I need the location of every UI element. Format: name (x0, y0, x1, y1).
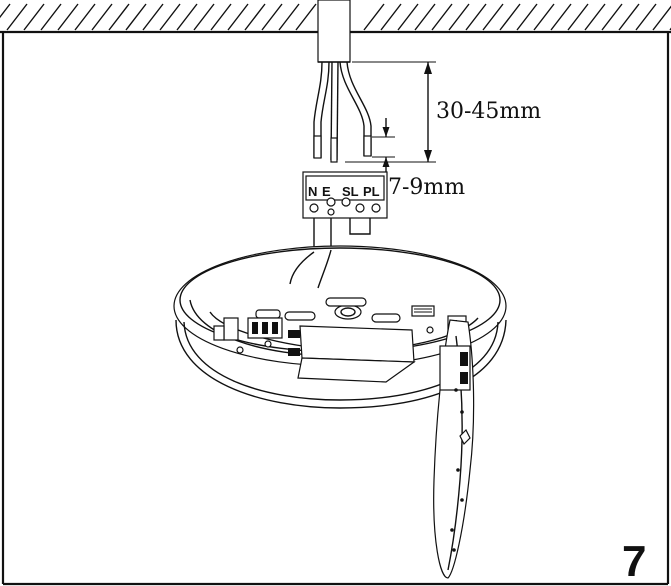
hatch-line (448, 3, 470, 31)
ceiling-hatch (0, 3, 671, 34)
hatch-line (652, 5, 671, 31)
hatch-line (125, 3, 147, 31)
dimension-30-45mm: 30-45mm (345, 61, 541, 163)
hatch-line (108, 3, 130, 31)
hatch-line (159, 3, 181, 31)
hatch-line (431, 3, 453, 31)
hatch-line (380, 3, 402, 31)
hatch-line (91, 3, 113, 31)
hatch-line (210, 3, 232, 31)
hatch-line (57, 3, 79, 31)
hatch-line (465, 3, 487, 31)
hatch-line (40, 3, 62, 31)
hatch-line (227, 3, 249, 31)
hatch-line (499, 3, 521, 31)
hatch-line (261, 3, 283, 31)
wire-strip-length-label: 30-45mm (436, 99, 541, 124)
hatch-line (516, 3, 538, 31)
stripped-wires (313, 61, 372, 163)
hatch-line (601, 3, 623, 31)
dimension-7-9mm: 7-9mm (372, 118, 465, 200)
hatch-line (567, 3, 589, 31)
hatch-line (618, 3, 640, 31)
hatch-line (176, 3, 198, 31)
hatch-line (74, 3, 96, 31)
conductor-strip-length-label: 7-9mm (388, 175, 465, 200)
hatch-line (193, 3, 215, 31)
cable-sheath (317, 0, 351, 63)
hatch-line (23, 3, 45, 31)
hatch-line (244, 3, 266, 31)
terminal-label-n: N (308, 184, 317, 199)
hatch-line (363, 3, 385, 31)
hatch-line (550, 3, 572, 31)
hatch-line (533, 3, 555, 31)
hatch-line (6, 3, 28, 31)
terminal-label-sl: SL (342, 184, 359, 199)
led-driver-box (288, 325, 416, 383)
left-connector (213, 317, 283, 341)
hinged-led-plate (433, 319, 475, 579)
hatch-line (482, 3, 504, 31)
hatch-line (397, 3, 419, 31)
terminal-label-e: E (322, 184, 331, 199)
hatch-line (0, 3, 11, 19)
hatch-line (635, 3, 657, 31)
hatch-line (142, 3, 164, 31)
diagram-frame (1, 32, 670, 586)
terminal-block: N E SL PL (302, 171, 388, 252)
hatch-line (584, 3, 606, 31)
step-number: 7 (622, 537, 646, 586)
hatch-line (295, 3, 317, 31)
hatch-line (278, 3, 300, 31)
hatch-line (414, 3, 436, 31)
terminal-label-pl: PL (363, 184, 380, 199)
